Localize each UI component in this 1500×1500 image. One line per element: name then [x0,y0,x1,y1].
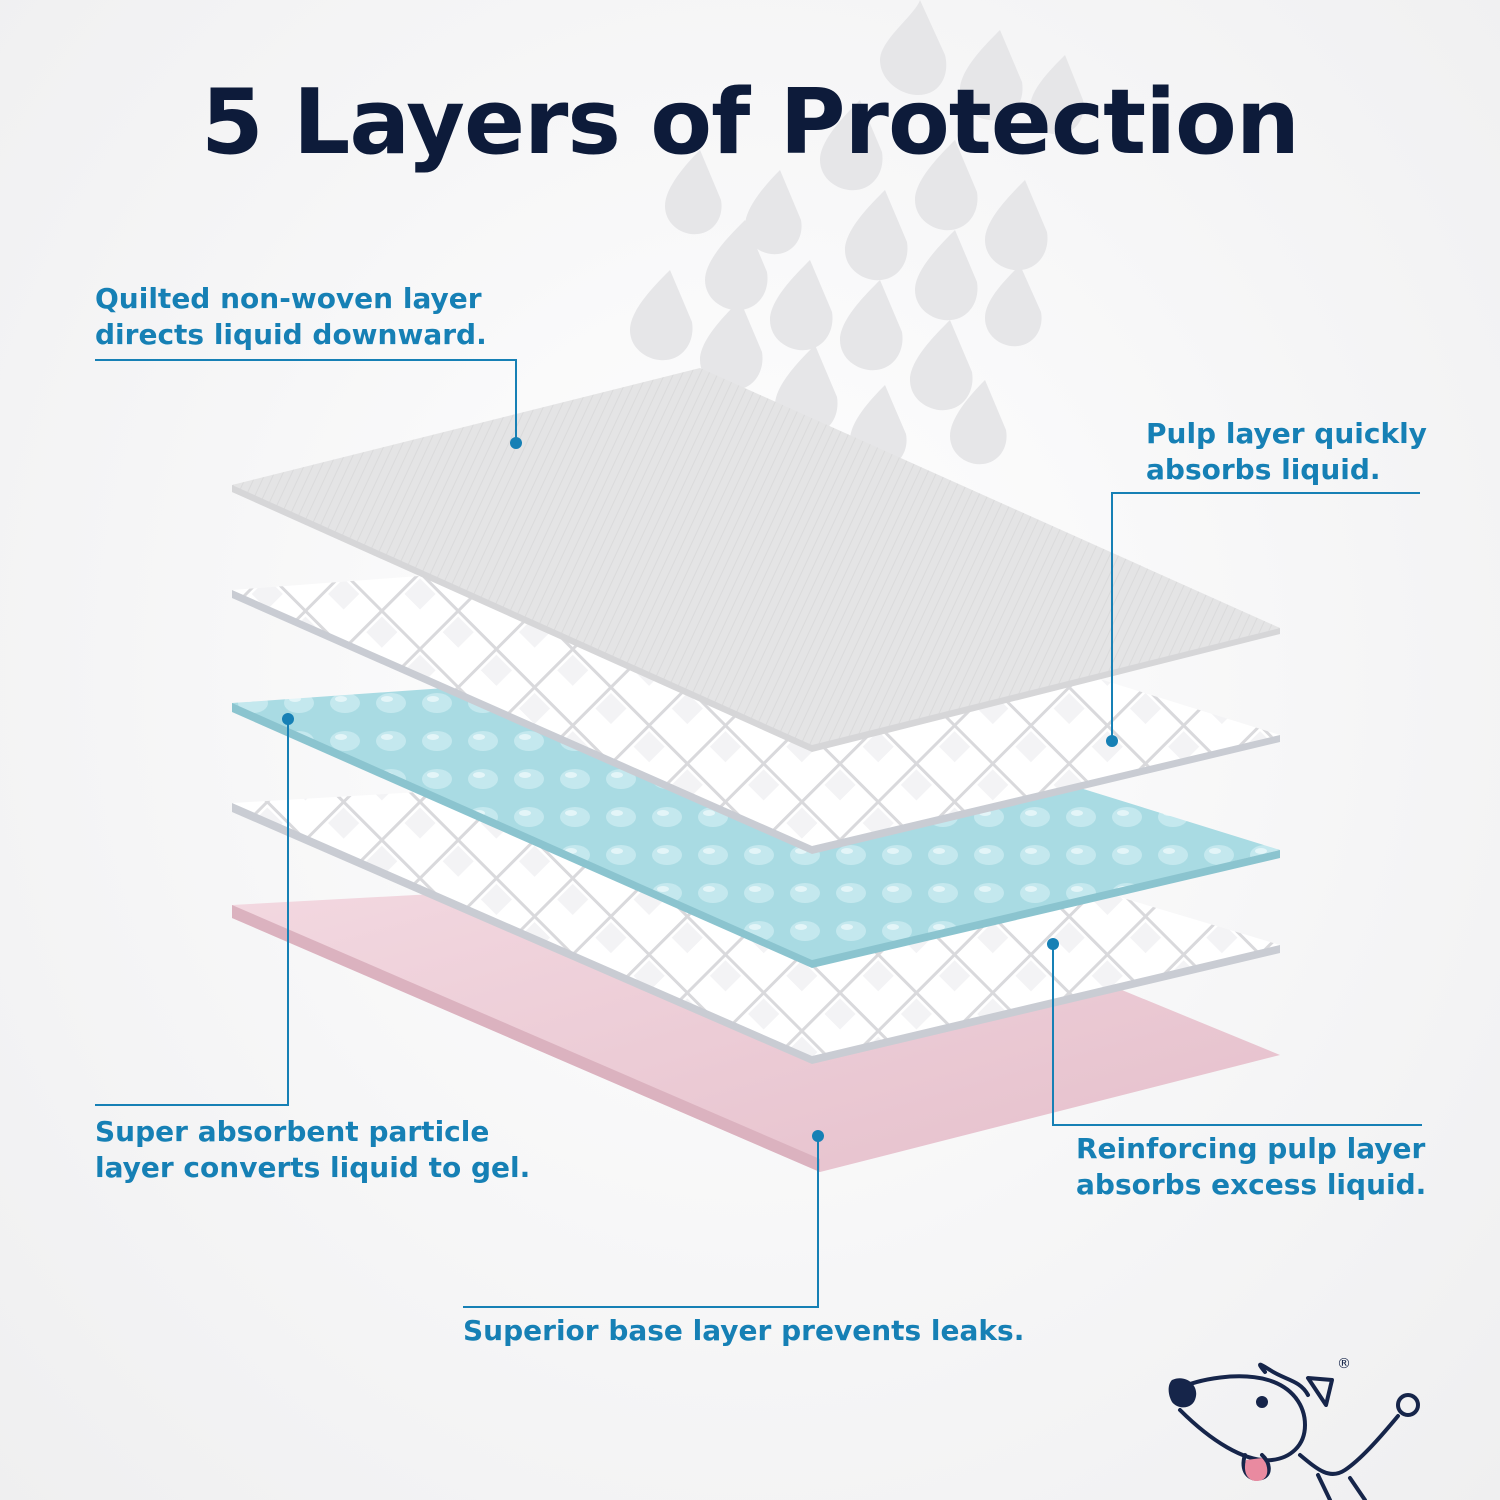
liquid-droplets [630,0,1084,469]
dog-nose-icon [1168,1378,1197,1408]
leader-dots [282,437,1118,1142]
droplet-icon [630,270,693,361]
callout-quilted-layer-line2: directs liquid downward. [95,318,487,351]
droplet-icon [770,260,833,351]
callout-absorbent-particle-layer: Super absorbent particle layer converts … [95,1114,530,1186]
registered-mark: ® [1337,1356,1351,1372]
callout-absorbent-particle-layer-line1: Super absorbent particle [95,1115,490,1148]
quilted-non-woven-layer-sheet [232,368,1280,752]
droplet-icon [915,140,978,231]
dog-mascot-icon [1173,1362,1420,1500]
callout-reinforcing-pulp-layer-line2: absorbs excess liquid. [1076,1168,1427,1201]
reinforcing-layer-leader [1052,944,1422,1126]
callout-reinforcing-pulp-layer: Reinforcing pulp layer absorbs excess li… [1076,1131,1426,1203]
droplet-icon [820,100,883,191]
callout-base-layer: Superior base layer prevents leaks. [463,1313,1024,1349]
droplet-icon [950,380,1007,465]
droplet-icon [915,230,978,321]
droplet-icon [840,280,903,371]
particle-layer-leader [95,719,289,1106]
base-layer-leader [463,1136,819,1308]
dog-tongue-icon [1244,1458,1268,1481]
droplet-icon [700,300,763,391]
droplet-icon [880,0,947,95]
callout-absorbent-particle-layer-line2: layer converts liquid to gel. [95,1151,531,1184]
callout-quilted-layer: Quilted non-woven layer directs liquid d… [95,281,487,353]
droplet-icon [1030,55,1084,135]
page-title: 5 Layers of Protection [201,70,1300,175]
callout-quilted-layer-line1: Quilted non-woven layer [95,282,482,315]
droplet-icon [665,150,722,235]
droplet-icon [960,30,1023,121]
droplet-icon [985,180,1048,271]
droplet-icon [985,265,1042,347]
droplet-icon [705,220,768,311]
callout-base-layer-line1: Superior base layer prevents leaks. [463,1314,1025,1347]
callout-pulp-layer-line2: absorbs liquid. [1146,453,1381,486]
leader-lines [95,359,1422,1308]
callout-pulp-layer-line1: Pulp layer quickly [1146,417,1427,450]
callout-pulp-layer: Pulp layer quickly absorbs liquid. [1146,416,1427,488]
quilted-layer-leader [95,359,517,443]
callout-reinforcing-pulp-layer-line1: Reinforcing pulp layer [1076,1132,1426,1165]
droplet-icon [745,170,802,255]
pulp-layer-leader [1111,492,1420,741]
droplet-icon [845,190,908,281]
droplet-icon [910,320,973,411]
